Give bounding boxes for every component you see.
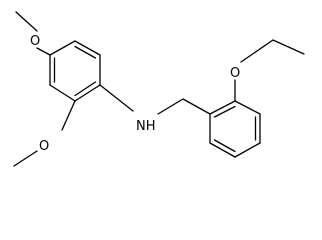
- methoxy-bottom-c-o-bond: [61, 100, 76, 131]
- methoxy-top-o-ch3-bond: [15, 11, 38, 32]
- ring1-to-nh-bond: [99, 84, 134, 112]
- ethoxy-oxygen-label: O: [230, 66, 240, 81]
- ethoxy-ch2-ch3-bond: [272, 39, 305, 55]
- methoxy-top-oxygen-label: O: [30, 34, 40, 49]
- dimethoxyphenyl-ring: [49, 40, 101, 102]
- ch2-to-ring2-bond: [182, 98, 211, 115]
- nh-to-ch2-bond: [157, 98, 184, 115]
- ring1-bond-top-left-inner: [74, 45, 97, 59]
- methoxy-bottom-oxygen-label: O: [39, 139, 49, 154]
- methoxy-top-c-o-bond: [36, 47, 51, 56]
- ring2-bond-top-right-inner: [213, 105, 236, 118]
- ring2-bond-top-right: [209, 100, 236, 115]
- methoxy-top-group: O: [15, 11, 51, 56]
- ethoxyphenyl-ring: [209, 100, 261, 158]
- methoxy-bottom-group: O: [13, 100, 76, 167]
- ethoxy-group: O: [230, 39, 305, 102]
- ring1-bond-bottom: [49, 84, 76, 102]
- ring1-bond-top-left: [74, 40, 101, 56]
- nh-label: NH: [136, 119, 156, 134]
- ring2-bond-right: [234, 100, 261, 115]
- ethoxy-o-ch2-bond: [240, 39, 274, 63]
- ring1-bond-right-bottom-inner: [74, 81, 97, 97]
- methoxy-bottom-o-ch3-bond: [13, 150, 38, 167]
- ring2-bond-bottom-left-inner: [213, 139, 236, 153]
- structure-diagram: O O NH O: [13, 11, 305, 167]
- ring1-bond-right-bottom: [74, 84, 101, 102]
- ring2-bond-bottom-left: [209, 142, 236, 158]
- ring1-bond-top-left-edge: [49, 40, 76, 56]
- amine-linker: NH: [99, 84, 211, 134]
- ring2-bond-bottom-right: [234, 142, 261, 158]
